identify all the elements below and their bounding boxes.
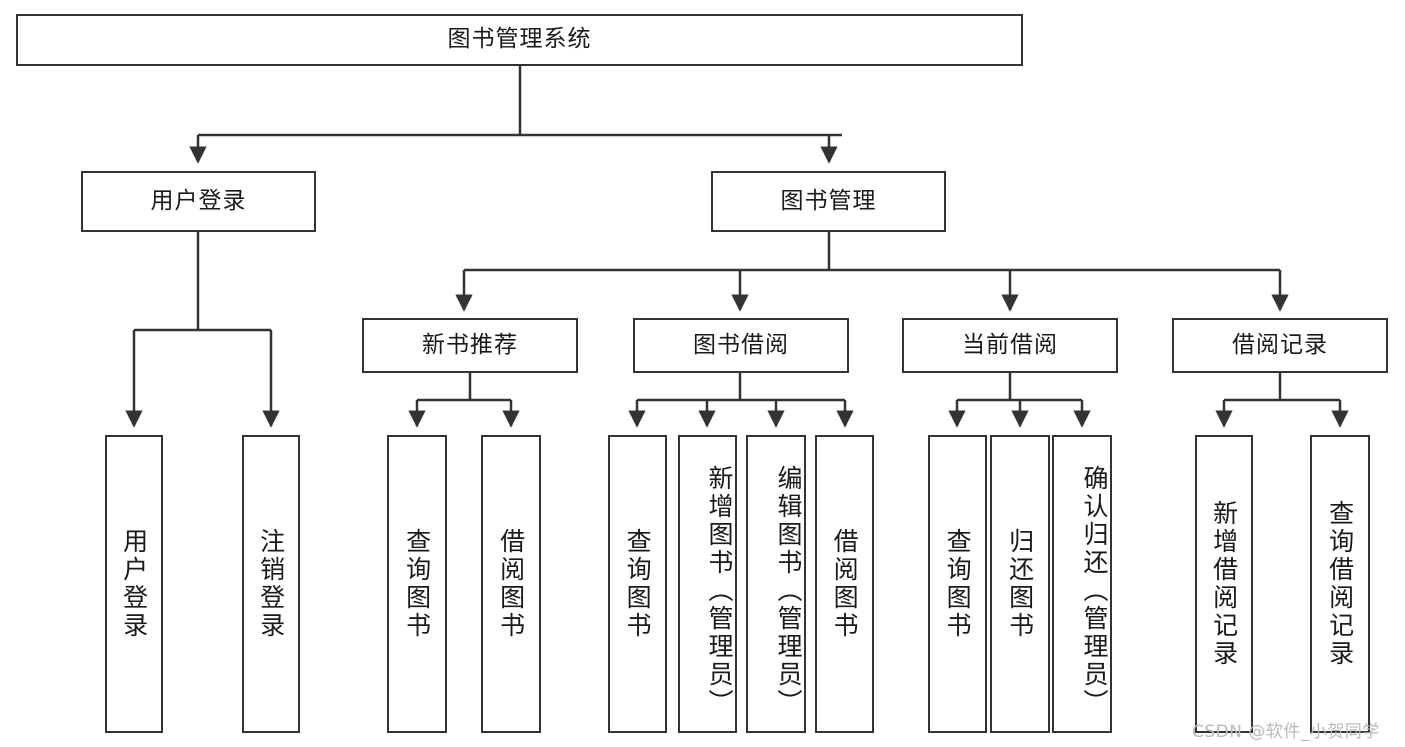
watermark: CSDN @软件_小贺同学 [1192,722,1380,742]
leaf-recommend-borrow-book[interactable]: 借阅图书 [481,435,541,733]
leaf-current-query-book[interactable]: 查询图书 [928,435,987,733]
leaf-borrow-edit-book[interactable]: 编辑图书（管理员） [746,435,806,733]
leaf-current-return-book[interactable]: 归还图书 [990,435,1050,733]
leaf-record-add[interactable]: 新增借阅记录 [1195,435,1253,733]
leaf-record-query[interactable]: 查询借阅记录 [1310,435,1370,733]
node-current-borrow[interactable]: 当前借阅 [902,318,1118,373]
node-book-borrow[interactable]: 图书借阅 [633,318,849,373]
leaf-borrow-add-book[interactable]: 新增图书（管理员） [678,435,737,733]
leaf-user-login[interactable]: 用户登录 [105,435,163,733]
node-borrow-record[interactable]: 借阅记录 [1172,318,1388,373]
leaf-user-logout[interactable]: 注销登录 [242,435,300,733]
node-user-login[interactable]: 用户登录 [81,171,316,232]
leaf-recommend-query-book[interactable]: 查询图书 [387,435,447,733]
node-book-manage[interactable]: 图书管理 [711,171,946,232]
leaf-borrow-lend-book[interactable]: 借阅图书 [815,435,874,733]
leaf-borrow-query-book[interactable]: 查询图书 [608,435,667,733]
leaf-current-confirm-return[interactable]: 确认归还（管理员） [1052,435,1112,733]
node-root[interactable]: 图书管理系统 [16,14,1023,66]
node-new-book-recommend[interactable]: 新书推荐 [362,318,578,373]
